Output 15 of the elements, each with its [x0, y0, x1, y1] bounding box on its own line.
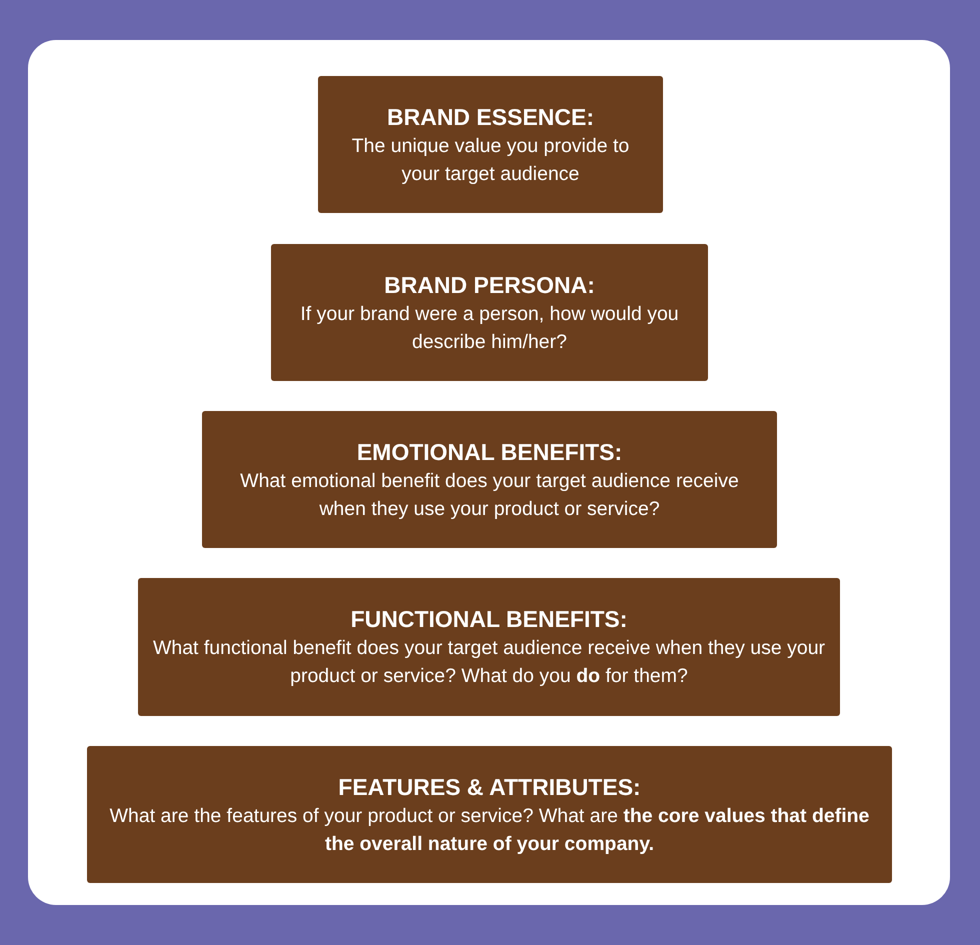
- level-title: FEATURES & ATTRIBUTES:: [338, 772, 641, 802]
- level-title: BRAND ESSENCE:: [386, 102, 594, 132]
- pyramid-level-box: [87, 746, 892, 883]
- pyramid-level-box: [138, 578, 840, 716]
- level-description: What functional benefit does your target audience receive when they use your product or service? What do you do for them?: [152, 636, 826, 689]
- level-description: If your brand were a person, how would you describe him/her?: [300, 302, 680, 354]
- level-description: The unique value you provide to your target audience: [350, 134, 630, 186]
- pyramid-level-box: [202, 411, 777, 548]
- level-title: BRAND PERSONA:: [384, 270, 595, 300]
- level-title: FUNCTIONAL BENEFITS:: [350, 605, 628, 634]
- pyramid-level-box: [318, 76, 663, 213]
- level-description: What are the features of your product or service? What are the core values that define the overall nature of your company.: [108, 804, 870, 856]
- level-title: EMOTIONAL BENEFITS:: [356, 438, 622, 466]
- level-description: What emotional benefit does your target audience receive when they use your product or service?: [239, 468, 740, 522]
- pyramid-level-box: [271, 244, 708, 381]
